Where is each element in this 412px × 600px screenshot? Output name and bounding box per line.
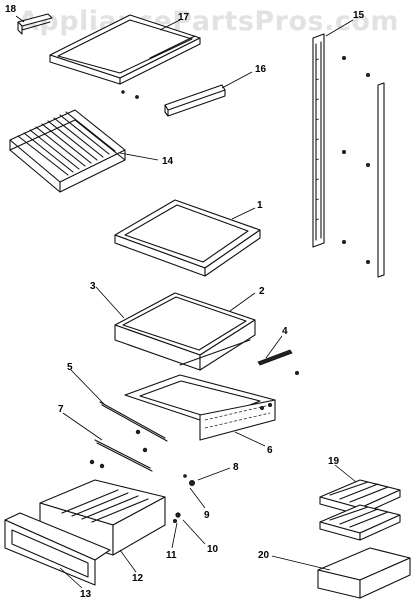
callout-15: 15 xyxy=(353,10,365,21)
part-12-crisper-drawer xyxy=(39,479,166,556)
callout-20: 20 xyxy=(258,550,270,561)
part-16-trim xyxy=(164,84,226,117)
part-18-bracket xyxy=(17,13,53,35)
callout-13: 13 xyxy=(80,589,92,600)
part-8-11-hardware xyxy=(172,474,195,524)
callout-12: 12 xyxy=(132,573,144,584)
part-5-7-rails xyxy=(89,401,168,472)
callout-7: 7 xyxy=(58,404,64,415)
callout-5: 5 xyxy=(67,362,73,373)
callout-3: 3 xyxy=(90,281,96,292)
callout-19: 19 xyxy=(328,456,340,467)
part-1-shelf xyxy=(114,199,261,277)
part-15-shelf-ladders xyxy=(312,33,385,278)
callout-16: 16 xyxy=(255,64,267,75)
leader-lines xyxy=(15,15,357,589)
watermark: AppliancePartsPros.com xyxy=(18,6,400,37)
part-20-ice-bin xyxy=(317,547,411,599)
part-2-3-shelf-frame xyxy=(114,292,256,371)
part-17-glass-shelf xyxy=(49,14,201,99)
callout-4: 4 xyxy=(282,326,288,337)
callout-10: 10 xyxy=(207,544,219,555)
callout-2: 2 xyxy=(259,286,265,297)
callout-17: 17 xyxy=(178,12,190,23)
part-4-rail xyxy=(257,349,299,375)
part-13-drawer-front xyxy=(4,512,111,586)
callout-14: 14 xyxy=(162,156,174,167)
callout-11: 11 xyxy=(166,550,177,561)
callout-8: 8 xyxy=(233,462,239,473)
part-14-wire-shelf xyxy=(9,109,126,193)
callout-18: 18 xyxy=(5,4,17,15)
callout-9: 9 xyxy=(204,510,210,521)
part-19-ice-trays xyxy=(319,479,401,541)
part-6-crisper-cover xyxy=(124,374,276,441)
callout-6: 6 xyxy=(267,445,273,456)
callout-1: 1 xyxy=(257,200,263,211)
